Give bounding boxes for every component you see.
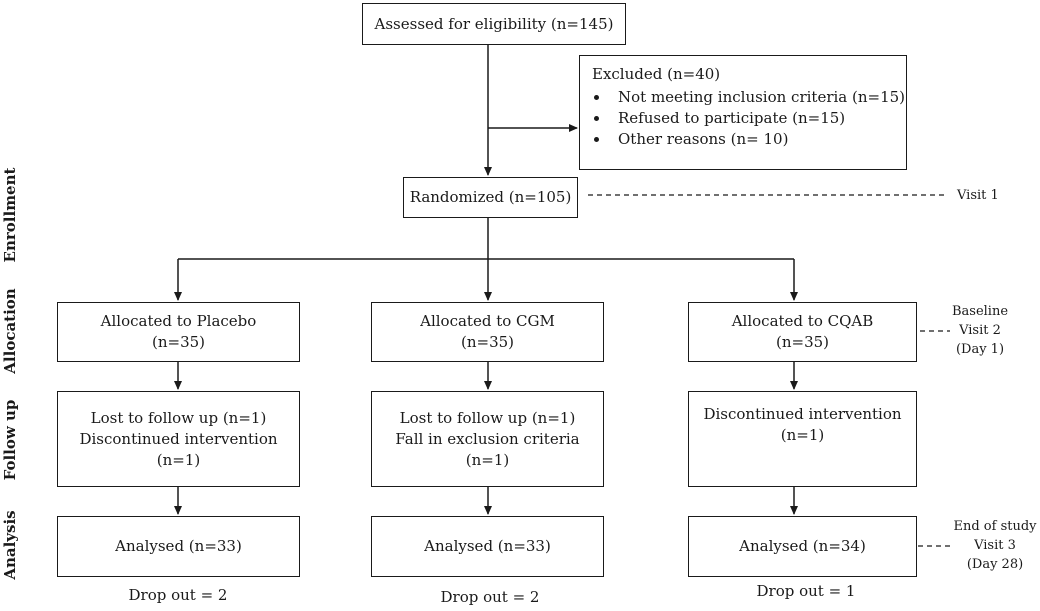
allocated-placebo-count: (n=35) <box>151 333 206 351</box>
end-note-line: End of study <box>953 519 1037 534</box>
analysed-cgm-box: Analysed (n=33) <box>371 516 604 577</box>
assessed-text: Assessed for eligibility (n=145) <box>374 14 614 33</box>
analysed-cqab-text: Analysed (n=34) <box>739 537 866 555</box>
followup-placebo-line: Lost to follow up (n=1) <box>90 408 267 427</box>
baseline-note: Baseline Visit 2 (Day 1) <box>950 302 1010 359</box>
excluded-reason: Other reasons (n= 10) <box>610 129 905 150</box>
followup-placebo-box: Lost to follow up (n=1) Discontinued int… <box>57 391 300 487</box>
baseline-note-line: Baseline <box>951 304 1009 319</box>
excluded-title: Excluded (n=40) <box>592 65 721 83</box>
phase-label-allocation: Allocation <box>1 288 19 374</box>
phase-label-follow-up: Follow up <box>1 399 19 481</box>
phase-label-enrollment: Enrollment <box>1 167 19 263</box>
analysed-placebo-box: Analysed (n=33) <box>57 516 300 577</box>
followup-cqab-box: Discontinued intervention (n=1) <box>688 391 917 487</box>
allocated-cgm-count: (n=35) <box>460 333 515 351</box>
allocated-cqab-count: (n=35) <box>775 333 830 351</box>
dropout-cqab: Drop out = 1 <box>756 582 856 600</box>
followup-cqab-line: Discontinued intervention <box>703 405 902 423</box>
excluded-reasons-list: Not meeting inclusion criteria (n=15) Re… <box>592 87 905 150</box>
followup-cgm-line: Fall in exclusion criteria <box>395 429 580 448</box>
followup-cqab-line: (n=1) <box>780 426 825 444</box>
analysed-placebo-text: Analysed (n=33) <box>115 537 242 555</box>
assessed-box: Assessed for eligibility (n=145) <box>362 3 626 45</box>
excluded-reason: Not meeting inclusion criteria (n=15) <box>610 87 905 108</box>
excluded-reason: Refused to participate (n=15) <box>610 108 905 129</box>
followup-cgm-box: Lost to follow up (n=1) Fall in exclusio… <box>371 391 604 487</box>
phase-label-analysis: Analysis <box>1 510 19 580</box>
followup-cgm-line: (n=1) <box>465 450 510 469</box>
baseline-note-line: (Day 1) <box>955 342 1005 357</box>
allocated-cgm-box: Allocated to CGM (n=35) <box>371 302 604 362</box>
allocated-cqab-box: Allocated to CQAB (n=35) <box>688 302 917 362</box>
allocated-cgm-label: Allocated to CGM <box>420 312 555 330</box>
visit1-note: Visit 1 <box>957 188 999 203</box>
dropout-cgm: Drop out = 2 <box>440 588 540 606</box>
allocated-placebo-label: Allocated to Placebo <box>100 312 257 330</box>
followup-placebo-line: Discontinued intervention <box>79 429 278 448</box>
allocated-cqab-label: Allocated to CQAB <box>731 312 874 330</box>
end-of-study-note: End of study Visit 3 (Day 28) <box>952 517 1038 574</box>
randomized-text: Randomized (n=105) <box>409 188 572 206</box>
dropout-placebo: Drop out = 2 <box>128 586 228 604</box>
excluded-box: Excluded (n=40) Not meeting inclusion cr… <box>579 55 907 170</box>
baseline-note-line: Visit 2 <box>959 323 1001 338</box>
followup-placebo-line: (n=1) <box>156 450 201 469</box>
followup-cgm-line: Lost to follow up (n=1) <box>399 408 576 427</box>
analysed-cqab-box: Analysed (n=34) <box>688 516 917 577</box>
allocated-placebo-box: Allocated to Placebo (n=35) <box>57 302 300 362</box>
end-note-line: (Day 28) <box>966 557 1024 572</box>
analysed-cgm-text: Analysed (n=33) <box>424 537 551 555</box>
end-note-line: Visit 3 <box>974 538 1016 553</box>
randomized-box: Randomized (n=105) <box>403 177 578 218</box>
